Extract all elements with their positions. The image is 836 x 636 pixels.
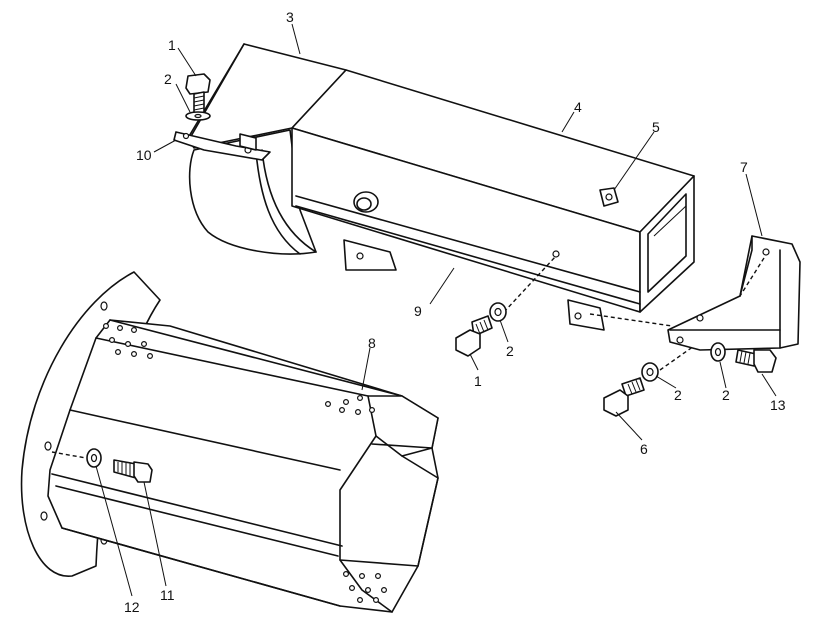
callout-1-top: 1 bbox=[168, 37, 176, 53]
callout-8: 8 bbox=[368, 335, 376, 351]
callout-10: 10 bbox=[136, 147, 152, 163]
callout-labels: 1 2 3 4 5 10 7 9 2 1 8 2 2 13 6 12 11 bbox=[124, 9, 786, 615]
washer-2-lower bbox=[489, 250, 560, 322]
sleeve-holes-rear bbox=[325, 395, 376, 416]
grommet-5 bbox=[599, 187, 619, 207]
callout-3: 3 bbox=[286, 9, 294, 25]
washer-12 bbox=[51, 448, 102, 468]
callout-6: 6 bbox=[640, 441, 648, 457]
bolt-11 bbox=[113, 459, 153, 483]
bolt-1-top bbox=[185, 73, 211, 115]
callout-2-top: 2 bbox=[164, 71, 172, 87]
alignment-line-bolt-6 bbox=[659, 345, 695, 371]
washer-2-bolt-6 bbox=[641, 362, 659, 382]
bolt-1-lower bbox=[455, 315, 493, 357]
sleeve-holes-lower bbox=[343, 570, 388, 603]
callout-4: 4 bbox=[574, 99, 582, 115]
callout-7: 7 bbox=[740, 159, 748, 175]
washer-2-bolt-13 bbox=[710, 342, 726, 362]
callout-5: 5 bbox=[652, 119, 660, 135]
side-bracket-7 bbox=[667, 235, 801, 351]
callout-2-bolt-13: 2 bbox=[722, 387, 730, 403]
callout-2-bolt-6: 2 bbox=[674, 387, 682, 403]
octagonal-sleeve bbox=[47, 319, 439, 613]
alignment-line-bracket bbox=[739, 257, 765, 297]
sleeve-holes-front bbox=[102, 323, 154, 360]
callout-13: 13 bbox=[770, 397, 786, 413]
callout-2-lower: 2 bbox=[506, 343, 514, 359]
square-tube-housing bbox=[187, 43, 695, 331]
bolt-13 bbox=[735, 349, 777, 373]
leader-lines bbox=[95, 23, 777, 597]
callout-9: 9 bbox=[414, 303, 422, 319]
callout-1-lower: 1 bbox=[474, 373, 482, 389]
clamp-bracket-10 bbox=[173, 131, 271, 161]
callout-11: 11 bbox=[160, 587, 175, 603]
washer-2-top bbox=[185, 111, 211, 121]
bolt-6 bbox=[603, 377, 645, 417]
callout-12: 12 bbox=[124, 599, 140, 615]
alignment-line-bolt-1 bbox=[503, 255, 557, 313]
